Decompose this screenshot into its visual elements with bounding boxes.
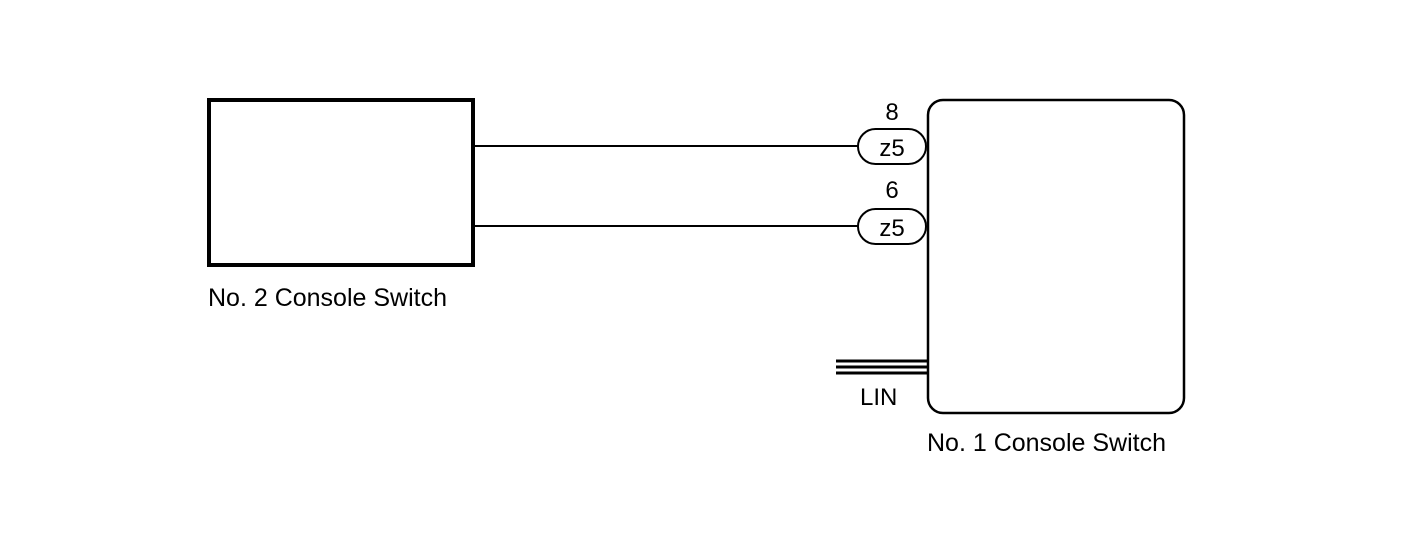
no1-console-switch-box — [926, 98, 1186, 415]
connector-code-pin-8: z5 — [879, 135, 904, 162]
connector-z5-pin-6 — [857, 208, 927, 245]
lin-bus-lines — [836, 359, 928, 375]
no2-console-switch-label: No. 2 Console Switch — [208, 284, 447, 312]
connector-code-pin-6: z5 — [879, 215, 904, 242]
pin-number-6: 6 — [885, 177, 898, 204]
connector-z5-pin-8 — [857, 128, 927, 165]
no1-console-switch-label: No. 1 Console Switch — [927, 429, 1166, 457]
no2-console-switch-box — [207, 98, 475, 267]
pin-number-8: 8 — [885, 99, 898, 126]
lin-bus-label: LIN — [860, 384, 897, 411]
